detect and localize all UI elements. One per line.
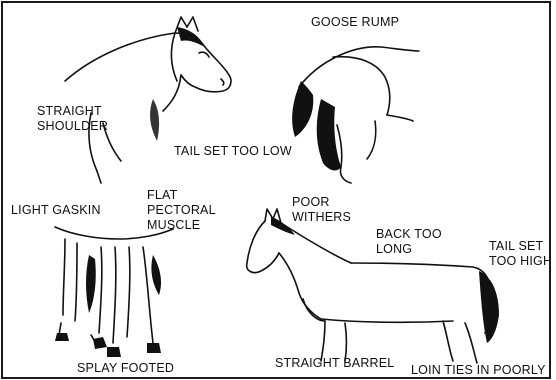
hoof-2	[93, 337, 107, 349]
tail-high-shading	[479, 271, 499, 343]
label-straight-shoulder: STRAIGHT SHOULDER	[37, 104, 108, 134]
label-splay-footed: SPLAY FOOTED	[77, 361, 174, 376]
label-light-gaskin: LIGHT GASKIN	[11, 203, 101, 218]
neck-shading	[150, 99, 159, 141]
label-goose-rump: GOOSE RUMP	[311, 15, 399, 30]
label-back-too-long: BACK TOO LONG	[376, 227, 442, 257]
label-poor-withers: POOR WITHERS	[292, 195, 351, 225]
leg-shading-left	[86, 255, 96, 313]
hind-leg-shading	[317, 99, 341, 170]
leg-shading-right	[151, 255, 161, 295]
label-loin-ties-in-poorly: LOIN TIES IN POORLY	[411, 363, 546, 378]
goose-rump-horse-drawing	[299, 47, 419, 183]
tail-shading	[292, 81, 313, 137]
hoof-3	[107, 347, 121, 357]
label-tail-set-too-high: TAIL SET TOO HIGH	[489, 239, 551, 269]
conformation-illustrations	[3, 3, 549, 377]
mane-shading	[177, 27, 205, 47]
hoof-4	[147, 343, 161, 353]
full-horse-drawing	[247, 209, 492, 363]
label-straight-barrel: STRAIGHT BARREL	[275, 356, 394, 371]
hoof-1	[55, 333, 69, 341]
label-flat-pectoral-muscle: FLAT PECTORAL MUSCLE	[147, 188, 216, 233]
label-tail-set-too-low: TAIL SET TOO LOW	[174, 144, 292, 159]
